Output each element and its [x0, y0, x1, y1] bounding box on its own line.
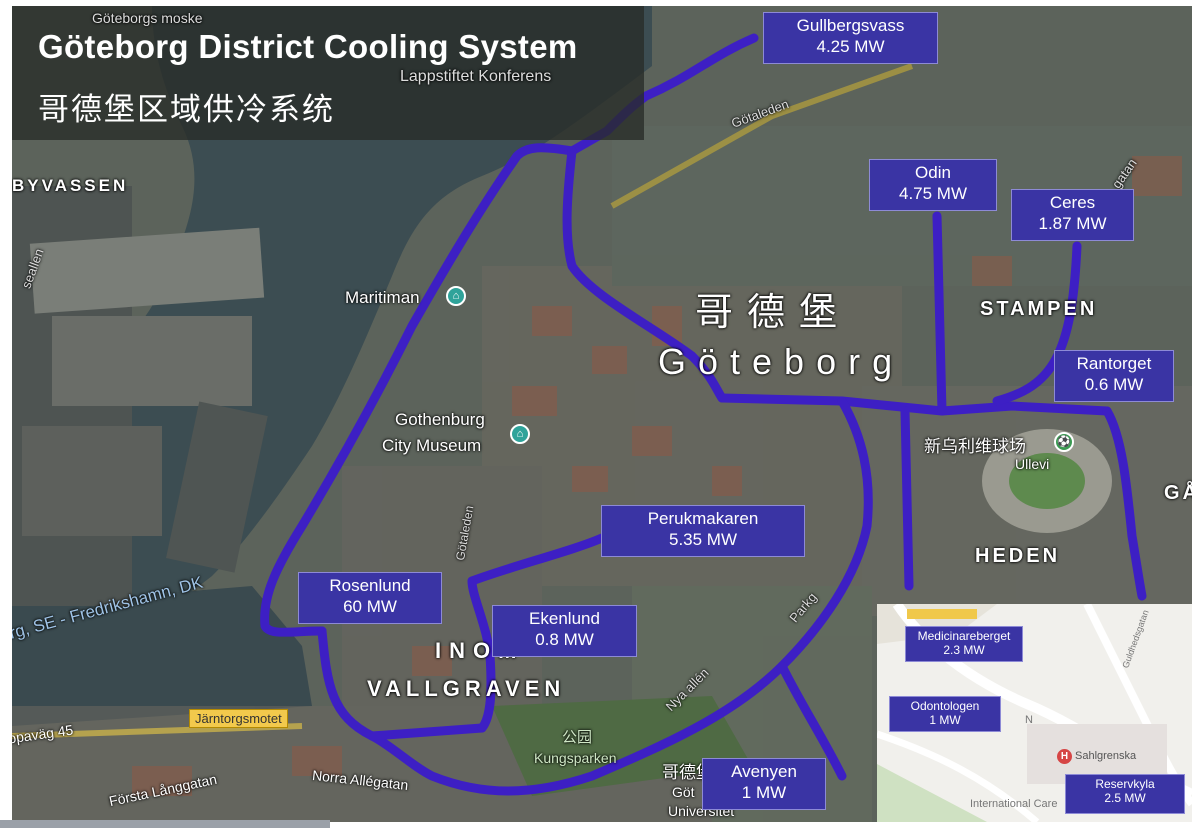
plant-name: Gullbergsvass [796, 16, 905, 35]
label-university-1: Göt [672, 784, 695, 800]
plant-capacity: 4.25 MW [816, 37, 885, 56]
museum-pin-icon: ⌂ [446, 286, 466, 306]
plant-capacity: 1 MW [741, 783, 787, 802]
label-maritiman: Maritiman [345, 288, 420, 307]
label-byvassen: BYVASSEN [12, 176, 129, 195]
label-museum-2: City Museum [382, 436, 482, 455]
title-english: Göteborg District Cooling System [38, 28, 578, 65]
plant-name: Ceres [1049, 193, 1096, 212]
plant-gullbergsvass[interactable]: Gullbergsvass 4.25 MW [763, 12, 938, 64]
plant-capacity: 0.6 MW [1084, 375, 1144, 394]
city-museum-pin-icon: ⌂ [510, 424, 530, 444]
plant-name: Odin [915, 163, 951, 182]
inset-map-sahlgrenska[interactable]: Medicinareberget 2.3 MW Odontologen 1 MW… [877, 604, 1192, 822]
plant-name: Ekenlund [529, 609, 600, 628]
bottom-strip [0, 820, 330, 828]
title-panel: Göteborg District Cooling System 哥德堡区域供冷… [12, 6, 644, 140]
label-ullevi-english: Ullevi [1015, 456, 1050, 472]
label-vallgraven: VALLGRAVEN [367, 676, 566, 701]
plant-capacity: 5.35 MW [668, 530, 738, 549]
plant-capacity: 4.75 MW [898, 184, 968, 203]
label-kungsparken: Kungsparken [534, 750, 617, 766]
plant-name: Medicinareberget [917, 629, 1011, 643]
plant-capacity: 60 MW [343, 597, 397, 616]
plant-capacity: 0.8 MW [535, 630, 594, 649]
label-city-english: Göteborg [658, 341, 905, 382]
label-jarntorgsmotet: Järntorgsmotet [189, 709, 288, 728]
label-city-chinese: 哥德堡 [695, 290, 852, 334]
plant-ceres[interactable]: Ceres 1.87 MW [1011, 189, 1134, 241]
plant-capacity: 2.5 MW [1104, 791, 1146, 805]
label-park-chinese: 公园 [562, 728, 593, 746]
stadium-pin-icon: ⚽ [1054, 432, 1074, 452]
plant-rantorget[interactable]: Rantorget 0.6 MW [1054, 350, 1174, 402]
hospital-pin-icon: H [1057, 749, 1072, 764]
label-ga: GÅ [1164, 482, 1192, 504]
plant-name: Odontologen [910, 699, 980, 713]
label-university-chinese: 哥德堡 [662, 763, 713, 783]
plant-name: Rosenlund [329, 576, 411, 595]
satellite-map[interactable]: Göteborg District Cooling System 哥德堡区域供冷… [12, 6, 1192, 822]
label-mosque: Göteborgs moske [92, 10, 203, 26]
map-background [12, 6, 1192, 822]
plant-odontologen[interactable]: Odontologen 1 MW [889, 696, 1001, 732]
plant-ekenlund[interactable]: Ekenlund 0.8 MW [492, 605, 637, 657]
title-chinese: 哥德堡区域供冷系统 [38, 92, 335, 128]
plant-capacity: 1.87 MW [1038, 214, 1107, 233]
label-lappstiftet: Lappstiftet Konferens [400, 68, 552, 85]
label-museum-1: Gothenburg [395, 410, 485, 429]
label-international-care: International Care [970, 798, 1058, 810]
plant-odin[interactable]: Odin 4.75 MW [869, 159, 997, 211]
label-stampen: STAMPEN [980, 298, 1098, 320]
label-heden: HEDEN [975, 545, 1061, 567]
plant-name: Avenyen [731, 762, 797, 781]
label-n: N [1025, 714, 1033, 726]
plant-capacity: 2.3 MW [943, 643, 985, 657]
plant-name: Perukmakaren [647, 509, 759, 528]
plant-name: Reservkyla [1095, 777, 1155, 791]
plant-avenyen[interactable]: Avenyen 1 MW [702, 758, 826, 810]
plant-reservkyla[interactable]: Reservkyla 2.5 MW [1065, 774, 1185, 814]
plant-medicinareberget[interactable]: Medicinareberget 2.3 MW [905, 626, 1023, 662]
plant-capacity: 1 MW [929, 713, 961, 727]
plant-name: Rantorget [1076, 354, 1152, 373]
label-ullevi-chinese: 新乌利维球场 [924, 437, 1026, 457]
plant-rosenlund[interactable]: Rosenlund 60 MW [298, 572, 442, 624]
plant-perukmakaren[interactable]: Perukmakaren 5.35 MW [601, 505, 805, 557]
label-sahlgrenska: Sahlgrenska [1075, 750, 1137, 762]
